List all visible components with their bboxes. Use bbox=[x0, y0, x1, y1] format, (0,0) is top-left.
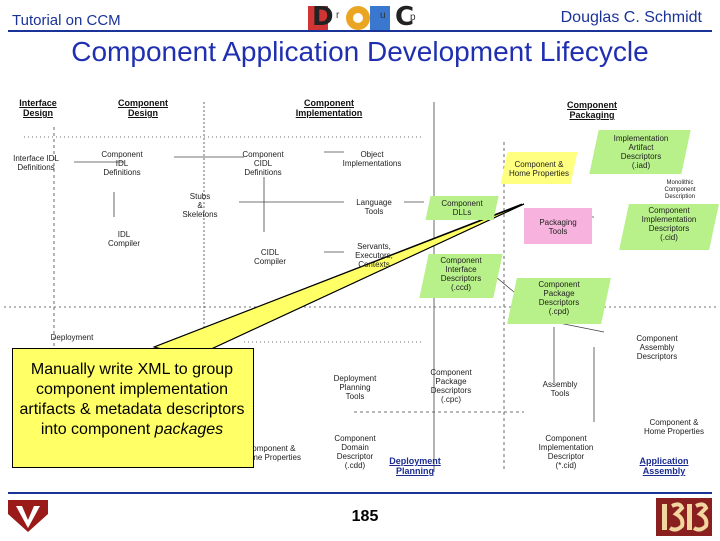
vanderbilt-logo-graphic bbox=[8, 500, 48, 532]
node-impl-artifact-descriptors: Implementation Artifact Descriptors (.ia… bbox=[613, 134, 669, 170]
node-component-assembly-desc: Component Assembly Descriptors bbox=[636, 334, 678, 361]
page-number: 185 bbox=[351, 508, 379, 525]
node-component-domain-desc: Component Domain Descriptor (.cdd) bbox=[334, 434, 376, 470]
node-component-package-desc: Component Package Descriptors (.cpd) bbox=[538, 280, 580, 316]
phase-component-implementation: Component Implementation bbox=[295, 98, 363, 118]
node-component-home-props-top: Component & Home Properties bbox=[508, 160, 570, 178]
node-component-home-props-bottom: Component & Home Properties bbox=[643, 418, 705, 436]
node-language-tools: Language Tools bbox=[356, 198, 392, 216]
footer-rule bbox=[8, 492, 712, 494]
callout-text: Manually write XML to group component im… bbox=[16, 360, 248, 440]
node-component-cidl: Component CIDL Definitions bbox=[242, 150, 284, 177]
vanderbilt-logo bbox=[6, 498, 50, 534]
node-component-idl: Component IDL Definitions bbox=[101, 150, 143, 177]
group-logo-graphic bbox=[308, 6, 390, 30]
isis-logo-graphic bbox=[656, 498, 712, 536]
callout-text-main: Manually write XML to group component im… bbox=[19, 361, 245, 438]
phase-deployment-planning: Deployment Planning bbox=[389, 456, 441, 476]
header-rule bbox=[8, 30, 712, 32]
logo-letter-u: u bbox=[380, 10, 386, 21]
node-stubs-skeletons: Stubs & Skeletons bbox=[182, 192, 218, 219]
logo-letter-p: p bbox=[410, 12, 416, 23]
group-logo: D r u C p bbox=[300, 2, 420, 34]
node-monolithic-desc: Monolithic Component Description bbox=[664, 180, 696, 200]
node-component-interface-desc: Component Interface Descriptors (.ccd) bbox=[440, 256, 482, 292]
header-right-title: Douglas C. Schmidt bbox=[560, 9, 702, 26]
node-interface-idl: Interface IDL Definitions bbox=[13, 154, 59, 172]
phase-application-assembly: Application Assembly bbox=[639, 456, 689, 476]
node-deployment: Deployment bbox=[50, 333, 94, 342]
logo-letter-c: C bbox=[395, 2, 415, 32]
callout-box bbox=[12, 348, 254, 468]
slide-title: Component Application Development Lifecy… bbox=[71, 36, 649, 67]
logo-letter-r: r bbox=[336, 10, 340, 21]
node-packaging-tools: Packaging Tools bbox=[539, 218, 577, 236]
phase-component-design: Component Design bbox=[118, 98, 168, 118]
lifecycle-diagram: Interface Design Component Design Compon… bbox=[4, 92, 719, 482]
node-assembly-tools: Assembly Tools bbox=[542, 380, 578, 398]
node-component-dlls: Component DLLs bbox=[441, 199, 483, 217]
phase-component-packaging: Component Packaging bbox=[567, 100, 617, 120]
callout-text-italic: packages bbox=[154, 421, 224, 438]
node-object-implementations: Object Implementations bbox=[342, 150, 402, 168]
box-packaging-tools bbox=[524, 208, 592, 244]
node-cidl-compiler: CIDL Compiler bbox=[253, 248, 286, 266]
node-deployment-planning-tools: Deployment Planning Tools bbox=[333, 374, 377, 401]
phase-interface-design: Interface Design bbox=[19, 98, 57, 118]
isis-logo bbox=[656, 498, 712, 536]
header-left-title: Tutorial on CCM bbox=[12, 12, 121, 29]
logo-letter-d: D bbox=[312, 2, 334, 32]
node-idl-compiler: IDL Compiler bbox=[107, 230, 140, 248]
node-component-package-desc2: Component Package Descriptors (.cpc) bbox=[430, 368, 472, 404]
node-component-impl-desc: Component Implementation Descriptors (.c… bbox=[641, 206, 697, 242]
node-component-impl-desc2: Component Implementation Descriptor (*.c… bbox=[538, 434, 594, 470]
node-servants-executors: Servants, Executors, Contexts bbox=[355, 242, 393, 269]
